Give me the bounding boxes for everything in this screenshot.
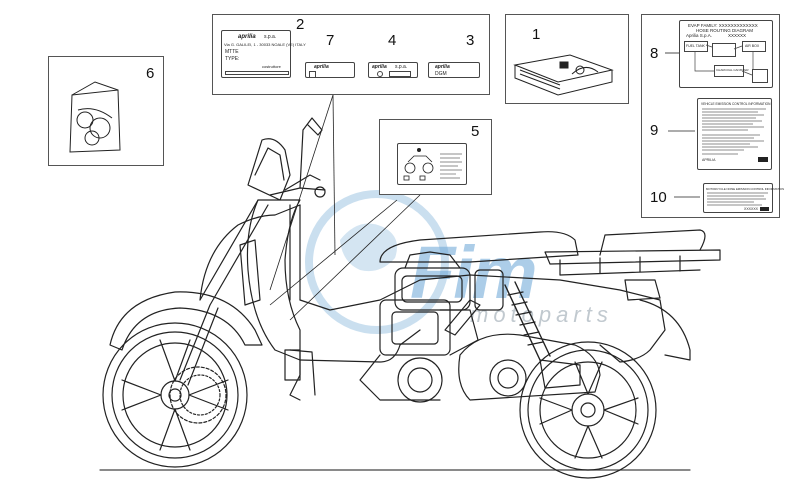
transmission-cover (458, 333, 601, 401)
hose-canister-box: CHARCOAL CANISTER (714, 65, 749, 77)
leg-shield (246, 199, 301, 361)
rear-rack (544, 229, 721, 276)
floorboard (299, 329, 421, 363)
emission-text-lines (702, 108, 768, 162)
emission-info-label[interactable]: VEHICLE EMISSION CONTROL INFORMATION (697, 98, 772, 170)
front-fork (179, 199, 269, 386)
noise-title: MOTORCYCLE NOISE EMISSION CONTROL INFORM… (706, 187, 785, 191)
callout-10: 10 (650, 189, 667, 206)
label-4-brand: aprilia (372, 64, 387, 70)
part-box-1[interactable] (505, 14, 629, 104)
callout-5: 5 (471, 123, 480, 140)
steering-column (289, 204, 301, 301)
callout-4: 4 (388, 32, 397, 49)
hose-lines (694, 44, 754, 76)
frame (299, 274, 471, 311)
handlebar (269, 174, 326, 196)
leader-2b (332, 94, 336, 256)
seat (379, 231, 579, 263)
label-4-suffix: s.p.a. (395, 64, 408, 70)
label-3-brand: aprilia (435, 64, 450, 70)
hose-code: XXXXXX (728, 33, 747, 38)
noise-text-lines (707, 192, 769, 211)
id-plate-label[interactable]: aprilia s.p.a. Via G. GALILEI, 1 - 30033… (221, 30, 306, 78)
plate-brand: aprilia (238, 34, 256, 40)
rear-fender (639, 299, 691, 361)
leader-5b (289, 194, 421, 321)
plate-brand-suffix: s.p.a. (264, 34, 277, 40)
label-7[interactable]: aprilia (305, 62, 355, 78)
plate-mtte: MTTE (225, 49, 239, 55)
hose-routing-label[interactable]: EVAP FAMILY: XXXXXXXXXXXXX HOSE ROUTING … (679, 20, 773, 88)
hose-fuel-tank: FUEL TANK (686, 44, 705, 48)
label-7-box (309, 71, 316, 78)
plate-type: TYPE: (225, 56, 240, 62)
noise-code: XXXXXX (744, 207, 759, 211)
label-7-brand: aprilia (314, 64, 329, 70)
callout-3: 3 (466, 32, 475, 49)
callout-9: 9 (650, 122, 659, 139)
label-5[interactable] (397, 143, 467, 185)
engine (359, 299, 481, 403)
hose-fuel-tank-box: FUEL TANK (684, 41, 708, 52)
callout-2: 2 (296, 16, 305, 33)
plate-footer: costruttore (262, 64, 281, 69)
hose-air-box-box: AIR BOX (742, 41, 766, 52)
callout-6: 6 (146, 65, 155, 82)
rear-wheel (519, 341, 657, 479)
hose-canister: CHARCOAL CANISTER (716, 68, 749, 72)
front-fender (109, 291, 263, 351)
callout-8: 8 (650, 45, 659, 62)
tail-light (624, 279, 661, 301)
emission-brand: APRILIA (702, 158, 716, 162)
hose-subtitle: HOSE ROUTING DIAGRAM (696, 28, 754, 33)
label-4[interactable]: aprilia s.p.a. (368, 62, 418, 78)
hose-small-box (752, 69, 768, 83)
hose-title: EVAP FAMILY: XXXXXXXXXXXXX (688, 23, 758, 28)
rear-body (469, 274, 666, 363)
mirror (299, 117, 323, 189)
leader-2 (269, 94, 334, 291)
hose-air-box: AIR BOX (745, 44, 760, 48)
windscreen (247, 138, 291, 201)
plate-bar (225, 71, 289, 75)
label-4-rect (389, 71, 411, 77)
label-3-text: DGM (435, 71, 447, 77)
front-wheel (102, 322, 248, 468)
watermark-subtext: motoparts (470, 302, 613, 327)
label-4-dots (377, 71, 383, 77)
plate-address: Via G. GALILEI, 1 - 30033 NOALE (VE) ITA… (224, 42, 306, 47)
callout-1: 1 (532, 26, 541, 43)
rear-shock (504, 281, 551, 361)
label-5-art (403, 148, 462, 181)
fuel-tank (394, 251, 504, 311)
emission-title: VEHICLE EMISSION CONTROL INFORMATION (701, 102, 771, 106)
leader-5a (269, 199, 398, 306)
noise-info-label[interactable]: MOTORCYCLE NOISE EMISSION CONTROL INFORM… (703, 183, 784, 213)
callout-7: 7 (326, 32, 335, 49)
front-body (199, 204, 301, 301)
hose-mid-box (712, 43, 736, 57)
hose-brand: Aprilia S.p.A. (686, 33, 713, 38)
label-3[interactable]: aprilia DGM (428, 62, 480, 78)
